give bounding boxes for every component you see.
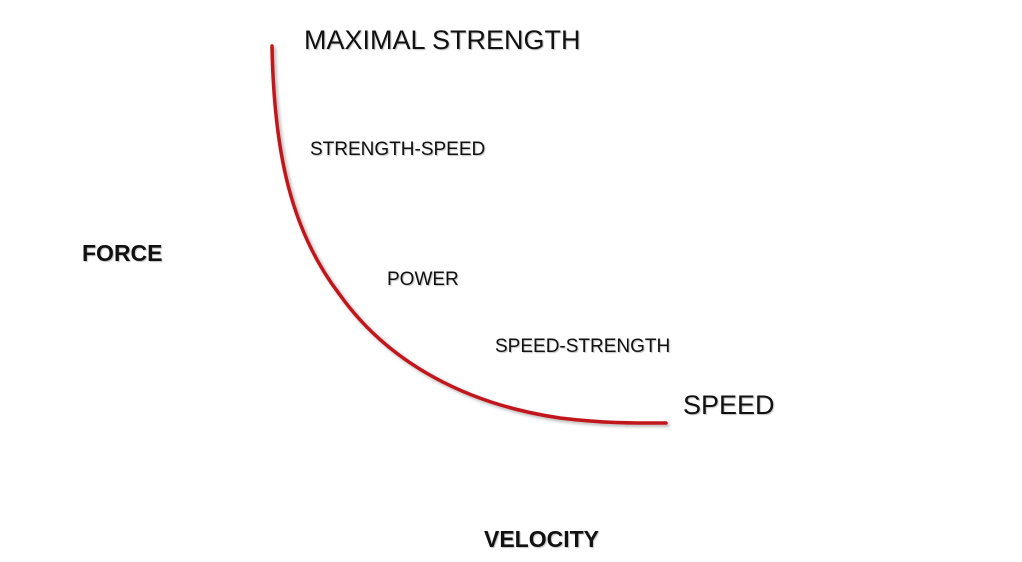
x-axis-label: VELOCITY xyxy=(484,526,600,552)
label-speed-strength: SPEED-STRENGTH xyxy=(495,336,671,357)
label-maximal-strength: MAXIMAL STRENGTH xyxy=(304,25,581,55)
force-velocity-curve xyxy=(270,44,668,425)
label-strength-speed: STRENGTH-SPEED xyxy=(310,139,486,160)
label-power: POWER xyxy=(387,269,459,290)
y-axis-label: FORCE xyxy=(82,240,163,266)
label-speed: SPEED xyxy=(683,390,775,420)
